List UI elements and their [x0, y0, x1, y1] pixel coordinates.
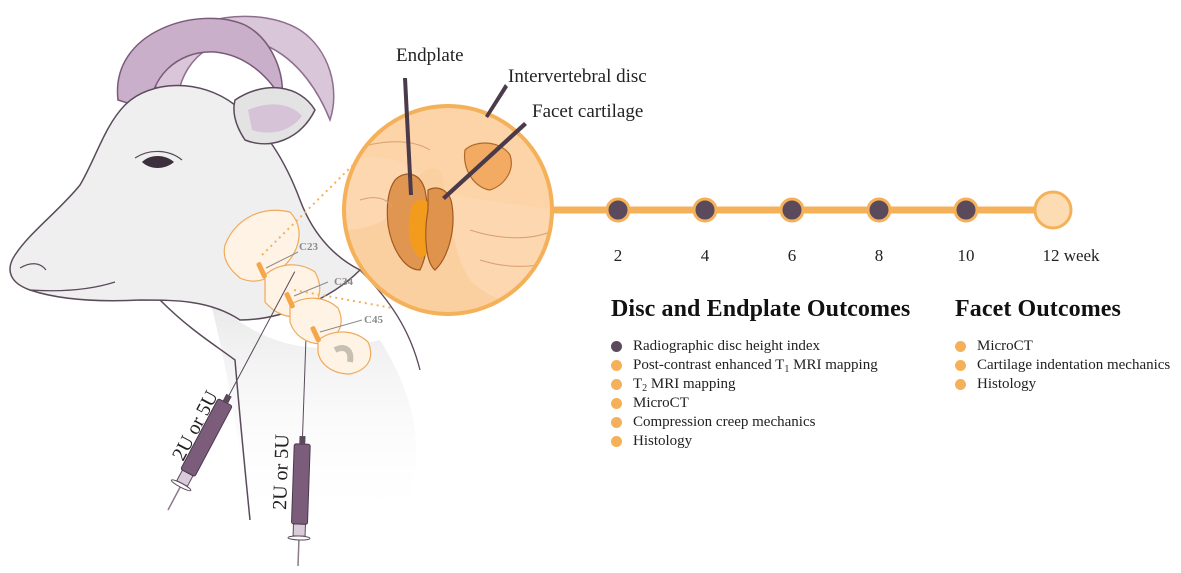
timeline-tick-10: 10: [958, 246, 975, 265]
outcome-text: MicroCT: [633, 395, 689, 411]
bullet-dot-icon: [611, 341, 622, 352]
outcome-text: Compression creep mechanics: [633, 414, 815, 430]
timeline-node-2: [607, 199, 629, 221]
timeline-tick-8: 8: [875, 246, 884, 265]
outcome-item: MicroCT: [955, 337, 1170, 356]
bullet-dot-icon: [955, 379, 966, 390]
timeline-node-8: [868, 199, 890, 221]
timeline-tick-2: 2: [614, 246, 623, 265]
timeline-node-10: [955, 199, 977, 221]
outcome-item: MicroCT: [611, 394, 910, 413]
outcome-text-suffix: MRI mapping: [789, 357, 877, 373]
bullet-dot-icon: [955, 360, 966, 371]
outcome-text: Radiographic disc height index: [633, 338, 820, 354]
vertebra-label-c45: C45: [364, 314, 383, 326]
vertebra-label-c34: C34: [334, 276, 353, 288]
outcome-text: Histology: [633, 433, 692, 449]
vertebra-label-c23: C23: [299, 241, 318, 253]
timeline-node-12: [1035, 192, 1071, 228]
outcome-text: Post-contrast enhanced T: [633, 357, 784, 373]
bullet-dot-icon: [955, 341, 966, 352]
outcome-item: Cartilage indentation mechanics: [955, 356, 1170, 375]
bullet-dot-icon: [611, 417, 622, 428]
bullet-dot-icon: [611, 436, 622, 447]
magnified-joint: [344, 101, 560, 330]
outcome-text: MicroCT: [977, 338, 1033, 354]
timeline-node-6: [781, 199, 803, 221]
facet-outcomes-title: Facet Outcomes: [955, 296, 1170, 323]
callout-endplate: Endplate: [396, 45, 464, 66]
timeline-tick-4: 4: [701, 246, 710, 265]
outcome-item: Post-contrast enhanced T1 MRI mapping: [611, 356, 910, 375]
timeline-node-4: [694, 199, 716, 221]
callout-facet: Facet cartilage: [532, 101, 643, 122]
bullet-dot-icon: [611, 360, 622, 371]
timeline-tick-12: 12 week: [1042, 246, 1100, 265]
disc-pointer: [485, 84, 508, 118]
outcome-item: Radiographic disc height index: [611, 337, 910, 356]
outcome-text: T: [633, 376, 642, 392]
outcome-text-suffix: MRI mapping: [647, 376, 735, 392]
disc-endplate-outcomes: Disc and Endplate Outcomes Radiographic …: [611, 296, 910, 451]
callout-disc: Intervertebral disc: [508, 66, 647, 87]
timeline: 2 4 6 8 10 12 week: [607, 192, 1100, 265]
outcome-item: T2 MRI mapping: [611, 375, 910, 394]
outcome-item: Histology: [955, 375, 1170, 394]
outcome-text: Histology: [977, 376, 1036, 392]
bullet-dot-icon: [611, 398, 622, 409]
facet-outcomes: Facet Outcomes MicroCT Cartilage indentat…: [955, 296, 1170, 394]
outcome-text: Cartilage indentation mechanics: [977, 357, 1170, 373]
dose-label-right: 2U or 5U: [269, 433, 294, 510]
outcome-item: Compression creep mechanics: [611, 413, 910, 432]
bullet-dot-icon: [611, 379, 622, 390]
timeline-tick-6: 6: [788, 246, 797, 265]
disc-outcomes-title: Disc and Endplate Outcomes: [611, 296, 910, 323]
outcome-item: Histology: [611, 432, 910, 451]
